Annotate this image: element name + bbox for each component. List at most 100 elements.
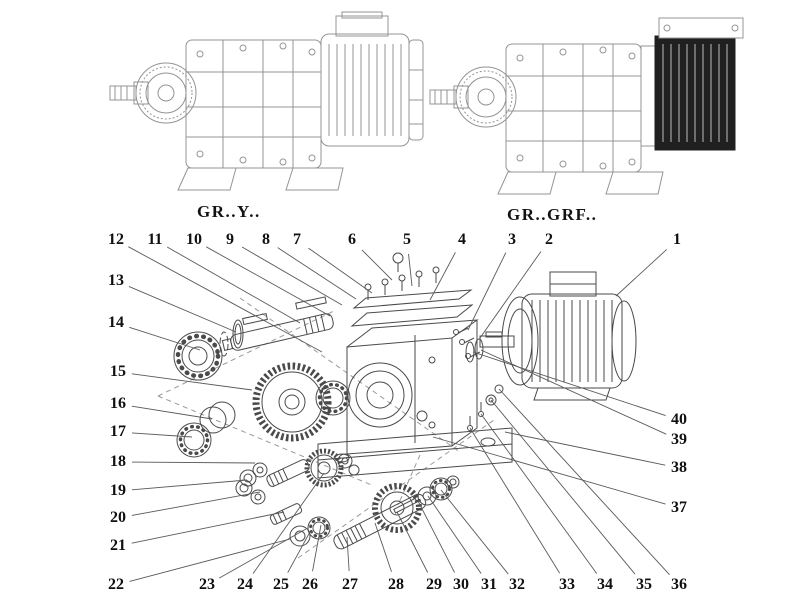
leader-line-40: [472, 351, 666, 417]
leader-line-26: [312, 524, 322, 572]
leader-line-13: [128, 286, 237, 333]
callout-2: 2: [545, 231, 553, 248]
leader-line-4: [429, 252, 456, 301]
callout-24: 24: [237, 576, 253, 593]
callout-35: 35: [636, 576, 652, 593]
callout-17: 17: [110, 423, 126, 440]
helical-gear-large: [252, 362, 332, 442]
cover-bolts: [364, 252, 440, 300]
leader-line-11: [166, 246, 301, 324]
leader-line-14: [129, 326, 201, 351]
gear-housing-icon: [505, 43, 642, 173]
leader-line-33: [469, 427, 561, 574]
retaining-ring: [289, 525, 311, 547]
callout-7: 7: [293, 231, 301, 248]
electric-motor-icon: [320, 11, 424, 147]
callout-18: 18: [110, 453, 126, 470]
leader-line-38: [504, 431, 666, 466]
leader-line-23: [218, 528, 307, 579]
shaft-key: [242, 312, 268, 326]
shaft-key: [295, 296, 327, 310]
leader-line-8: [277, 247, 357, 300]
ball-bearing-input: [173, 331, 223, 381]
leader-line-7: [308, 247, 373, 294]
callout-3: 3: [508, 231, 516, 248]
callout-39: 39: [671, 431, 687, 448]
leader-line-20: [131, 491, 261, 516]
spacer-sleeve: [199, 401, 236, 434]
leader-line-22: [129, 538, 291, 582]
oil-seal-ring: [219, 319, 244, 357]
leader-line-1: [615, 249, 667, 297]
gearbox-housing: [346, 319, 479, 455]
callout-21: 21: [110, 537, 126, 554]
assembled-unit-gr-y: [109, 11, 424, 191]
callout-9: 9: [226, 231, 234, 248]
leader-line-36: [498, 388, 670, 575]
input-flange-adapter-icon: [640, 17, 744, 151]
callout-31: 31: [481, 576, 497, 593]
leader-line-27: [346, 536, 350, 572]
callout-13: 13: [108, 272, 124, 289]
leader-line-18: [131, 461, 256, 464]
mounting-feet-icon: [177, 167, 344, 191]
assembled-unit-gr-grf: [429, 17, 744, 195]
callout-5: 5: [403, 231, 411, 248]
gear-housing-icon: [185, 39, 322, 169]
callout-16: 16: [110, 395, 126, 412]
callout-36: 36: [671, 576, 687, 593]
leader-line-31: [427, 495, 482, 574]
callout-10: 10: [186, 231, 202, 248]
leader-line-19: [131, 479, 248, 491]
leader-line-37: [432, 436, 666, 505]
callout-22: 22: [108, 576, 124, 593]
leader-line-24: [252, 472, 325, 574]
leader-line-17: [131, 432, 193, 438]
callout-27: 27: [342, 576, 358, 593]
leader-line-3: [467, 252, 507, 331]
gear-intermediate: [304, 448, 344, 488]
leader-line-32: [440, 489, 509, 575]
callout-15: 15: [110, 363, 126, 380]
callout-26: 26: [302, 576, 318, 593]
leader-line-6: [361, 249, 393, 281]
callout-25: 25: [273, 576, 289, 593]
helical-gear-output: [372, 483, 422, 533]
leader-line-12: [128, 246, 323, 353]
callout-34: 34: [597, 576, 613, 593]
ring-small-f: [250, 489, 266, 505]
inspection-cover-plates: [350, 289, 474, 327]
ball-bearing-output-right: [429, 477, 453, 501]
callout-28: 28: [388, 576, 404, 593]
electric-motor: [479, 271, 637, 401]
callout-12: 12: [108, 231, 124, 248]
callout-1: 1: [673, 231, 681, 248]
mounting-feet-icon: [497, 171, 664, 195]
callout-29: 29: [426, 576, 442, 593]
callout-40: 40: [671, 411, 687, 428]
input-shaft: [221, 296, 334, 351]
pinion-shaft: [266, 459, 310, 487]
model-label-gr-y: GR..Y..: [197, 202, 261, 221]
leader-line-39: [480, 349, 667, 435]
leader-line-35: [490, 399, 636, 575]
leader-line-21: [131, 511, 285, 544]
leader-line-28: [374, 522, 392, 572]
model-label-gr-grf: GR..GRF..: [507, 205, 598, 224]
leader-line-29: [396, 511, 429, 573]
leader-line-30: [417, 500, 456, 573]
output-shaft-icon: [429, 85, 469, 109]
ball-bearing-lower-left: [176, 422, 212, 458]
leader-line-10: [206, 246, 331, 317]
leader-line-34: [480, 413, 598, 574]
leader-line-2: [479, 251, 542, 339]
callout-30: 30: [453, 576, 469, 593]
leader-line-15: [131, 373, 253, 391]
callout-38: 38: [671, 459, 687, 476]
callout-37: 37: [671, 499, 687, 516]
callout-23: 23: [199, 576, 215, 593]
callout-8: 8: [262, 231, 270, 248]
callout-32: 32: [509, 576, 525, 593]
exploded-view: [157, 252, 637, 559]
